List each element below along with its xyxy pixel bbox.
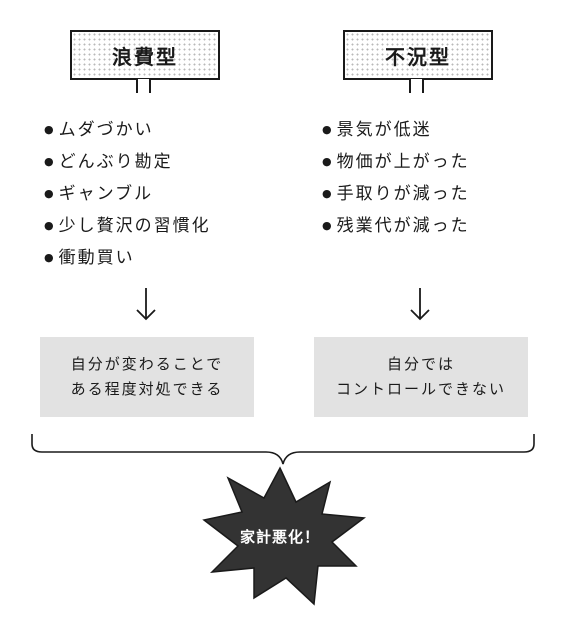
left-title-box: 浪費型 xyxy=(70,30,220,80)
left-item-list: ムダづかい どんぶり勘定 ギャンブル 少し贅沢の習慣化 衝動買い xyxy=(44,114,211,274)
left-title-connector xyxy=(136,79,151,93)
right-outcome-line-1: 自分では xyxy=(386,355,455,373)
right-title: 不況型 xyxy=(385,44,451,69)
left-outcome-box: 自分が変わることで ある程度対処できる xyxy=(40,337,254,417)
list-item: 手取りが減った xyxy=(322,178,470,210)
list-item: 物価が上がった xyxy=(322,146,470,178)
right-down-arrow-icon xyxy=(410,288,430,321)
left-outcome-line-1: 自分が変わることで xyxy=(70,355,224,373)
result-burst-icon xyxy=(202,466,367,606)
right-title-box: 不況型 xyxy=(343,30,493,80)
left-outcome-line-2: ある程度対処できる xyxy=(70,380,224,398)
right-outcome-box: 自分では コントロールできない xyxy=(314,337,528,417)
right-outcome-line-2: コントロールできない xyxy=(335,380,506,398)
list-item: 景気が低迷 xyxy=(322,114,470,146)
list-item: ギャンブル xyxy=(44,178,211,210)
right-title-connector xyxy=(409,79,424,93)
result-label: 家計悪化！ xyxy=(240,528,321,546)
list-item: どんぶり勘定 xyxy=(44,146,211,178)
list-item: ムダづかい xyxy=(44,114,211,146)
left-down-arrow-icon xyxy=(136,288,156,321)
right-item-list: 景気が低迷 物価が上がった 手取りが減った 残業代が減った xyxy=(322,114,470,242)
list-item: 少し贅沢の習慣化 xyxy=(44,210,211,242)
list-item: 残業代が減った xyxy=(322,210,470,242)
list-item: 衝動買い xyxy=(44,242,211,274)
grouping-brace xyxy=(31,434,535,465)
left-title: 浪費型 xyxy=(112,44,178,69)
